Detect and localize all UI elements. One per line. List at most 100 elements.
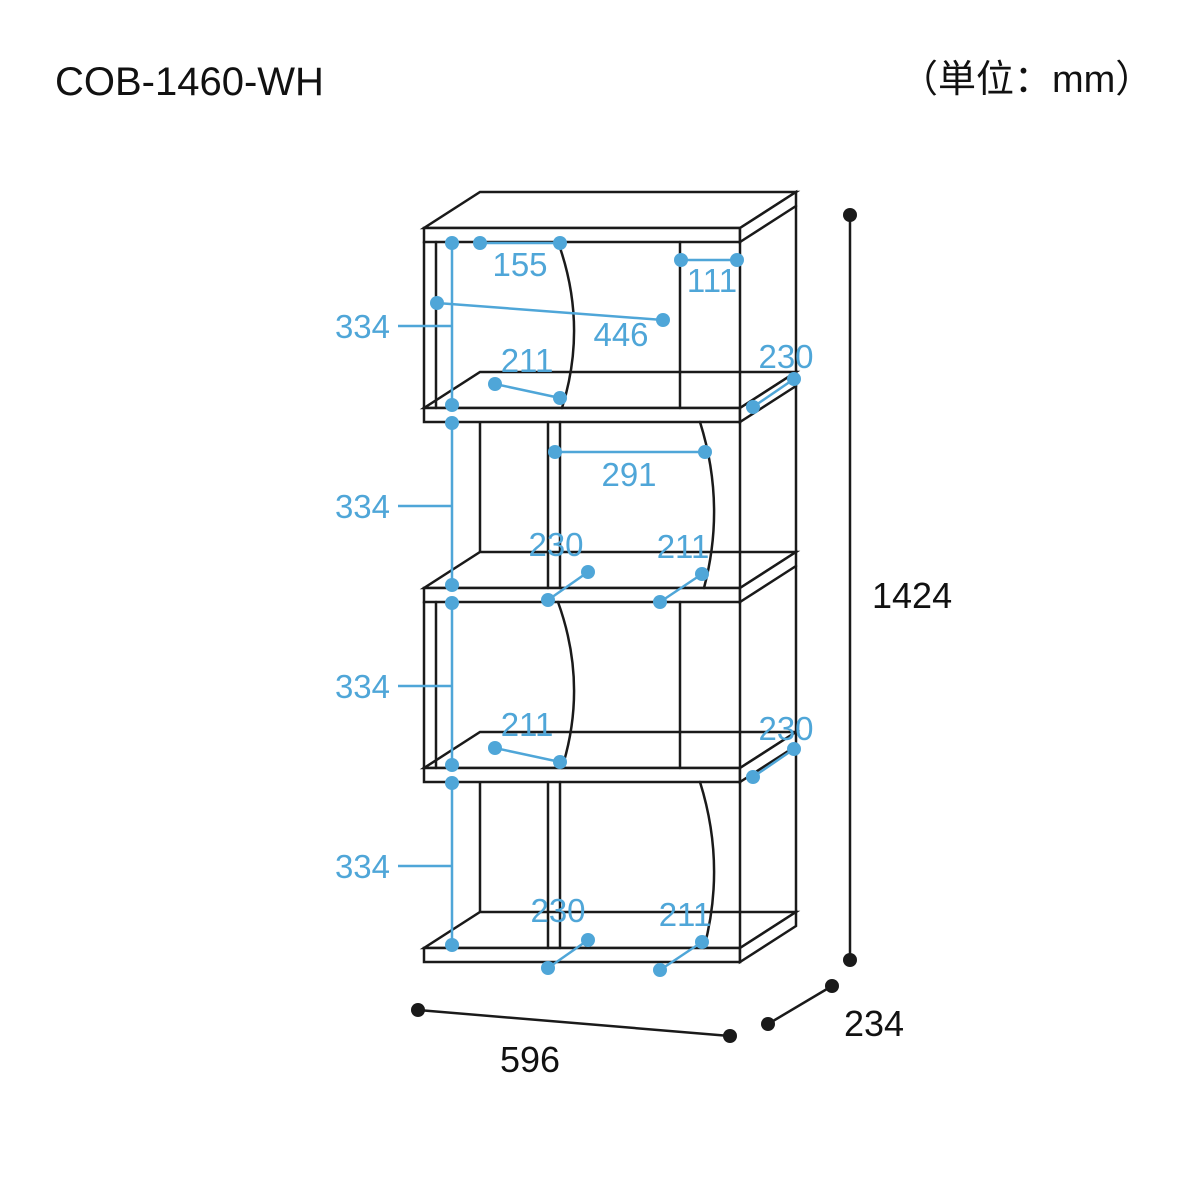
dim-tier1-230 xyxy=(746,372,801,414)
bottom-board-side-face xyxy=(738,909,798,965)
dim-label-tier1-inner-width: 446 xyxy=(593,316,648,353)
dim-dot xyxy=(473,236,487,250)
dim-tier1-446 xyxy=(430,296,670,327)
dim-dot xyxy=(746,400,760,414)
top-board xyxy=(419,189,801,245)
dim-dot xyxy=(445,938,459,952)
dim-tier2-291 xyxy=(548,445,712,459)
dim-dot xyxy=(445,416,459,430)
dim-tier3-334 xyxy=(398,596,459,772)
dim-dot xyxy=(553,236,567,250)
dim-dot xyxy=(445,398,459,412)
dim-dot xyxy=(445,758,459,772)
shelf-board-1-front-face xyxy=(422,406,742,424)
dim-dot xyxy=(430,296,444,310)
dim-label-tier1-bottom-offset: 211 xyxy=(501,342,554,379)
shelf-board-2 xyxy=(419,549,801,605)
dim-tier4-334 xyxy=(398,776,459,952)
dim-label-tier2-right-depth: 211 xyxy=(657,528,710,565)
dim-line xyxy=(494,746,561,764)
dim-tier1-111 xyxy=(674,253,744,267)
dim-label-tier1-top-left-gap: 155 xyxy=(492,246,547,283)
top-board-side-face xyxy=(738,189,798,245)
dim-overall-width xyxy=(411,1003,737,1043)
dim-tier3-230 xyxy=(746,742,801,784)
dim-label-tier3-panel-depth: 230 xyxy=(758,710,813,747)
shelf-board-3-front-face xyxy=(422,766,742,784)
dim-dot xyxy=(411,1003,425,1017)
dim-dot xyxy=(581,933,595,947)
tier-3-curved-panel-edge xyxy=(556,600,576,770)
dim-line xyxy=(547,570,589,602)
dim-line xyxy=(767,984,833,1026)
overall-dimension-lines xyxy=(411,208,857,1043)
dim-dot xyxy=(553,391,567,405)
labels: COB-1460-WH （単位：mm） 155 111 334 446 211 … xyxy=(55,59,1153,1080)
dim-dot xyxy=(541,593,555,607)
dim-dot xyxy=(746,770,760,784)
dim-tier2-230 xyxy=(541,565,595,607)
dim-tier3-211 xyxy=(488,741,567,769)
dim-label-tier2-inner-width: 291 xyxy=(601,456,656,493)
dim-label-overall-width: 596 xyxy=(500,1039,560,1080)
tier-2-curved-panel-edge xyxy=(698,420,716,590)
tier-4-curved-panel-edge xyxy=(698,780,716,950)
dim-dot xyxy=(787,742,801,756)
dim-dot xyxy=(653,963,667,977)
dim-label-tier1-height: 334 xyxy=(335,308,390,345)
dim-dot xyxy=(761,1017,775,1031)
dim-dot xyxy=(730,253,744,267)
dim-dot xyxy=(787,372,801,386)
dim-line xyxy=(436,301,664,322)
dim-line xyxy=(494,382,561,400)
dim-label-tier3-height: 334 xyxy=(335,668,390,705)
dim-overall-depth xyxy=(761,979,839,1031)
shelf-structure xyxy=(419,189,801,965)
dim-tier4-230 xyxy=(541,933,595,975)
dim-dot xyxy=(653,595,667,609)
units-label: （単位：mm） xyxy=(900,59,1153,101)
dim-label-tier2-height: 334 xyxy=(335,488,390,525)
dim-dot xyxy=(843,953,857,967)
shelf-board-2-side-face xyxy=(738,549,798,605)
dim-dot xyxy=(445,776,459,790)
model-number-label: COB-1460-WH xyxy=(55,60,324,104)
tier-1-curved-panel-edge xyxy=(556,240,576,410)
dim-label-tier1-panel-depth: 230 xyxy=(758,338,813,375)
dim-dot xyxy=(445,236,459,250)
dim-dot xyxy=(695,567,709,581)
dim-tier2-211 xyxy=(653,567,709,609)
dim-line xyxy=(752,377,795,409)
dim-line xyxy=(659,572,703,604)
dim-dot xyxy=(825,979,839,993)
dim-dot xyxy=(541,961,555,975)
dim-tier2-334 xyxy=(398,416,459,592)
dim-dot xyxy=(445,578,459,592)
shelf-board-3 xyxy=(419,729,801,785)
shelf-board-2-front-face xyxy=(422,586,742,604)
dim-line xyxy=(547,938,589,970)
dim-dot xyxy=(488,377,502,391)
dim-line xyxy=(417,1008,731,1038)
dim-tier1-211 xyxy=(488,377,567,405)
dim-label-tier3-bottom-offset: 211 xyxy=(501,706,554,743)
dim-dot xyxy=(843,208,857,222)
dim-tier1-155 xyxy=(473,236,567,250)
dim-dot xyxy=(548,445,562,459)
dim-dot xyxy=(698,445,712,459)
dim-overall-height xyxy=(843,208,857,967)
dim-label-overall-height: 1424 xyxy=(872,575,952,616)
dim-dot xyxy=(581,565,595,579)
dim-label-tier4-height: 334 xyxy=(335,848,390,885)
dim-dot xyxy=(695,935,709,949)
bottom-board-front-face xyxy=(422,946,742,964)
dim-dot xyxy=(445,596,459,610)
dim-dot xyxy=(674,253,688,267)
dim-dot xyxy=(553,755,567,769)
dim-line xyxy=(752,747,795,779)
dim-label-tier4-right-depth: 211 xyxy=(659,896,712,933)
dim-dot xyxy=(488,741,502,755)
dim-dot xyxy=(723,1029,737,1043)
